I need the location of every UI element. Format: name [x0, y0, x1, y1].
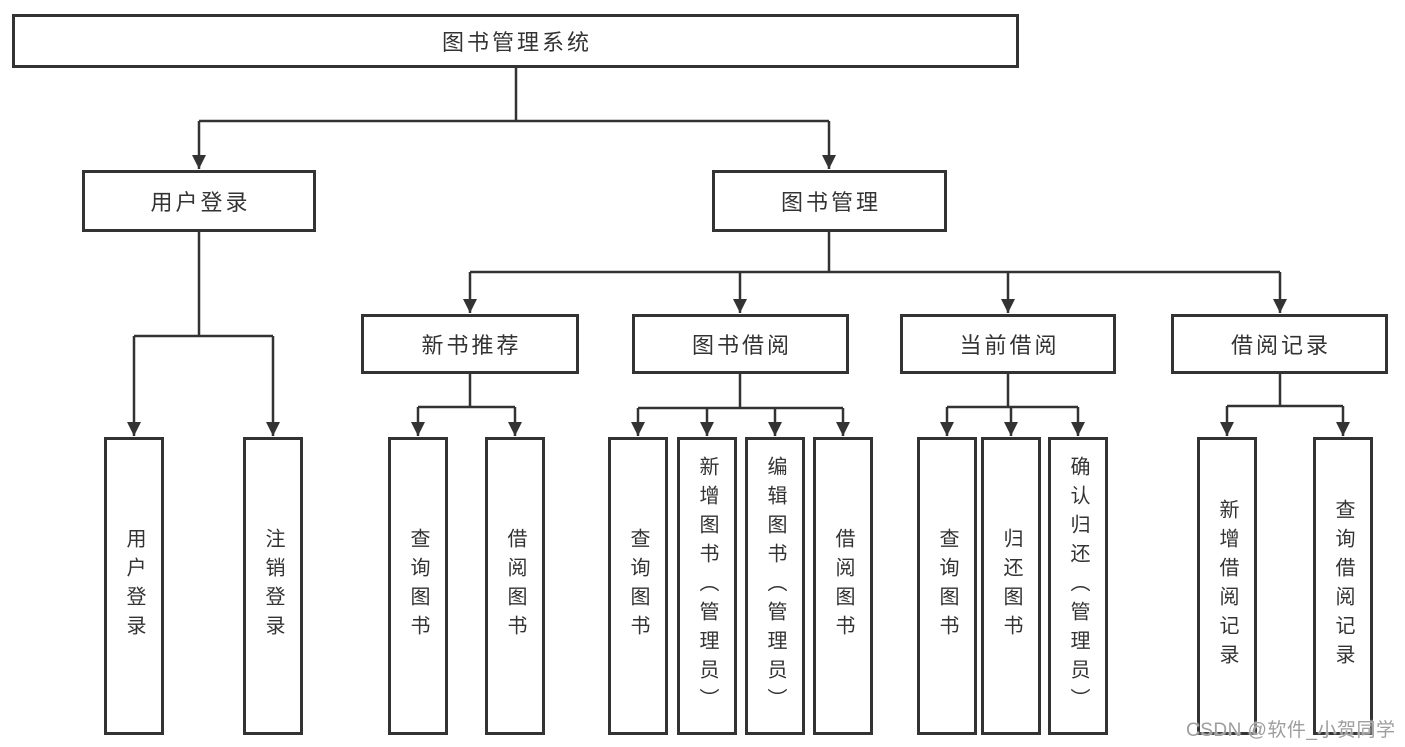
connector-root-to-level2 [192, 67, 836, 169]
connector-book-borrow-to-leaves [631, 374, 850, 436]
node-new-book-recommend: 新书推荐 [361, 314, 579, 374]
node-user-login-label: 用户登录 [150, 190, 251, 215]
node-root-label: 图书管理系统 [441, 30, 592, 55]
node-leaf-borrow-books-1: 借阅图书 [485, 437, 545, 735]
node-leaf-add-borrow-record: 新增借阅记录 [1197, 437, 1257, 735]
node-leaf-borrow-books-1-label: 借阅图书 [504, 528, 526, 644]
connector-borrow-records-to-leaves [1220, 374, 1350, 436]
node-leaf-user-login: 用户登录 [104, 437, 164, 735]
node-current-borrow: 当前借阅 [900, 314, 1116, 374]
node-leaf-edit-book-admin-label: 编辑图书（管理员） [764, 455, 786, 717]
node-leaf-query-borrow-record: 查询借阅记录 [1313, 437, 1373, 735]
node-user-login: 用户登录 [82, 170, 316, 232]
node-leaf-add-book-admin: 新增图书（管理员） [677, 437, 737, 735]
node-book-borrow: 图书借阅 [632, 314, 849, 374]
node-leaf-query-books-2-label: 查询图书 [627, 528, 649, 644]
node-borrow-records: 借阅记录 [1171, 314, 1388, 374]
node-leaf-query-borrow-record-label: 查询借阅记录 [1332, 499, 1354, 673]
node-leaf-query-books-2: 查询图书 [608, 437, 668, 735]
node-book-management-label: 图书管理 [780, 190, 881, 215]
connector-book-mgmt-to-level3 [463, 232, 1287, 313]
node-leaf-logout: 注销登录 [243, 437, 303, 735]
node-new-book-recommend-label: 新书推荐 [421, 333, 522, 358]
node-leaf-query-books-3-label: 查询图书 [936, 528, 958, 644]
connector-current-borrow-to-leaves [940, 374, 1085, 436]
node-book-management: 图书管理 [712, 170, 947, 232]
node-leaf-return-books: 归还图书 [981, 437, 1041, 735]
node-leaf-borrow-books-2-label: 借阅图书 [832, 528, 854, 644]
node-book-borrow-label: 图书借阅 [691, 333, 792, 358]
node-borrow-records-label: 借阅记录 [1230, 333, 1331, 358]
node-leaf-borrow-books-2: 借阅图书 [813, 437, 873, 735]
node-leaf-query-books-1-label: 查询图书 [407, 528, 429, 644]
node-current-borrow-label: 当前借阅 [959, 333, 1060, 358]
node-leaf-query-books-1: 查询图书 [388, 437, 448, 735]
connector-new-book-to-leaves [411, 374, 522, 436]
csdn-watermark: CSDN @软件_小贺同学 [1186, 720, 1396, 741]
node-leaf-add-book-admin-label: 新增图书（管理员） [696, 455, 718, 717]
node-leaf-return-books-label: 归还图书 [1000, 528, 1022, 644]
connector-user-login-to-leaves [127, 232, 280, 436]
node-leaf-edit-book-admin: 编辑图书（管理员） [745, 437, 805, 735]
node-leaf-add-borrow-record-label: 新增借阅记录 [1216, 499, 1238, 673]
node-leaf-confirm-return-admin-label: 确认归还（管理员） [1067, 455, 1089, 717]
node-root: 图书管理系统 [12, 14, 1019, 68]
node-leaf-query-books-3: 查询图书 [917, 437, 977, 735]
node-leaf-confirm-return-admin: 确认归还（管理员） [1048, 437, 1108, 735]
node-leaf-logout-label: 注销登录 [262, 528, 284, 644]
node-leaf-user-login-label: 用户登录 [123, 528, 145, 644]
